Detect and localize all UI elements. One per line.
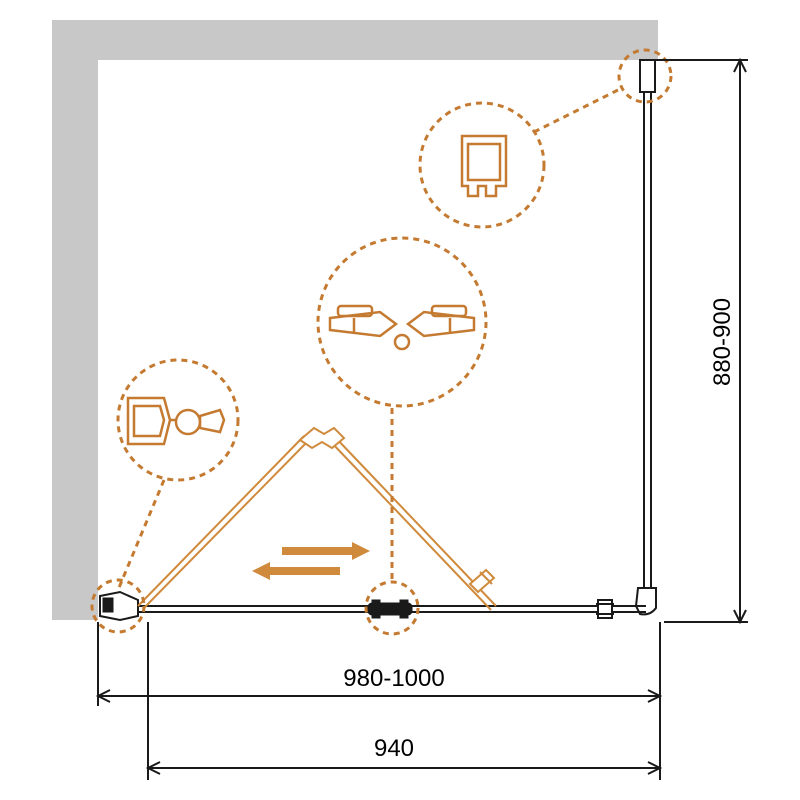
hinge-bracket-detail bbox=[126, 396, 226, 446]
wall bbox=[52, 20, 658, 620]
right-fixed-panel bbox=[634, 59, 657, 616]
inner-width-dimension-label: 940 bbox=[374, 735, 414, 762]
double-arrow-icon bbox=[252, 542, 370, 580]
bottom-rail bbox=[99, 590, 646, 622]
height-dimension-label: 880-900 bbox=[709, 298, 736, 386]
dimension-lines bbox=[95, 57, 748, 780]
outer-width-dimension-label: 980-1000 bbox=[343, 665, 444, 692]
open-doors bbox=[137, 426, 497, 611]
callouts bbox=[90, 48, 673, 636]
wall-profile-detail bbox=[460, 134, 508, 198]
door-center-seal-detail bbox=[328, 304, 476, 351]
